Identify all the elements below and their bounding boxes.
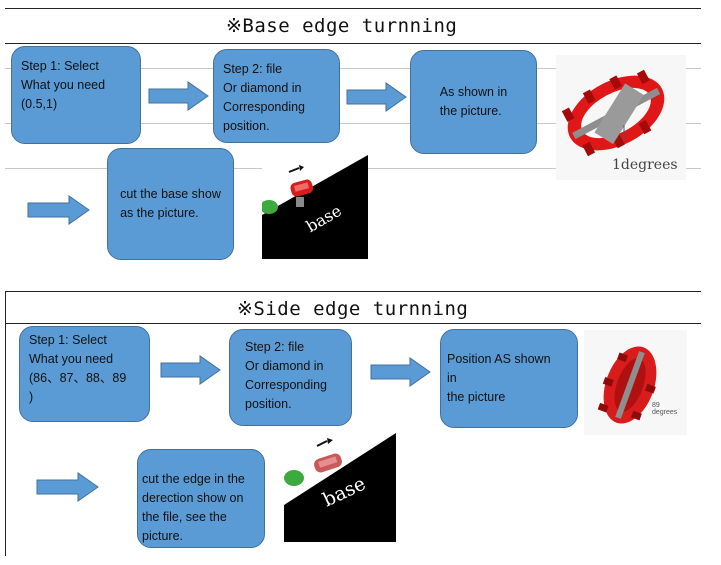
section2-title-rule — [5, 323, 701, 324]
section1-image-label: 1degrees — [612, 157, 678, 173]
section2-tool-image: 89 degrees — [584, 330, 687, 435]
base-cut-icon — [284, 433, 396, 542]
section1-title: ※Base edge turnning — [226, 15, 458, 37]
arrow-right-icon — [148, 81, 209, 111]
arrow-right-icon — [160, 355, 221, 385]
arrow-right-icon — [346, 82, 407, 112]
ring-tool-icon — [597, 346, 657, 424]
section2-title: ※Side edge turnning — [237, 298, 469, 320]
section1-gridline — [5, 123, 701, 124]
section1-base-image: base — [262, 155, 368, 259]
section1-step1-box: Step 1: Select What you need (0.5,1) — [11, 46, 141, 144]
section1-tool-image: 1degrees — [556, 55, 686, 180]
section1-gridline — [5, 68, 701, 69]
arrow-right-icon — [27, 195, 90, 225]
section2-left-rule — [5, 291, 6, 556]
section1-step4-box: cut the base show as the picture. — [107, 148, 234, 260]
section2-step1-box: Step 1: Select What you need (86、87、88、8… — [19, 326, 150, 422]
section1-step3-box: As shown in the picture. — [410, 50, 537, 154]
base-cut-icon — [262, 155, 368, 259]
arrow-right-icon — [36, 472, 99, 502]
arrow-right-icon — [370, 357, 431, 387]
section1-step2-box: Step 2: file Or diamond in Corresponding… — [213, 49, 340, 143]
ring-tool-icon — [561, 69, 665, 157]
section2-step4-box: cut the edge in the derection show on th… — [137, 449, 265, 548]
section1-title-rule — [5, 43, 701, 44]
section2-step3-box: Position AS shown in the picture — [440, 329, 578, 428]
section2-image-label: 89 degrees — [652, 402, 678, 416]
section2-step2-box: Step 2: file Or diamond in Corresponding… — [229, 329, 352, 426]
section2-top-rule — [5, 291, 701, 292]
section2-base-image: base — [284, 433, 396, 542]
section1-top-rule — [5, 8, 701, 9]
